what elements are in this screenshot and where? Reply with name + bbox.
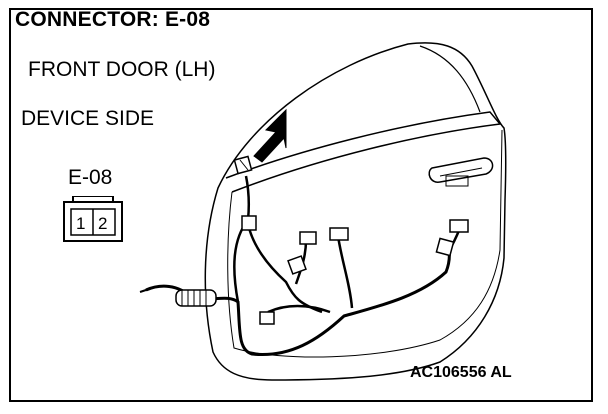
diagram-frame — [9, 8, 593, 402]
harness-wire-end — [139, 287, 153, 293]
connector-icon — [435, 237, 455, 257]
connector-face-icon: 1 2 — [63, 196, 123, 242]
pin-1-label: 1 — [76, 214, 85, 233]
connector-icon — [329, 227, 349, 241]
figure-code: AC106556 AL — [410, 364, 512, 381]
connector-icon — [241, 215, 257, 231]
harness-branch-1 — [246, 223, 323, 314]
connector-face-label: E-08 — [68, 166, 113, 189]
view-side-label: DEVICE SIDE — [21, 107, 155, 130]
connector-icon — [259, 311, 275, 325]
door-handle-icon — [428, 157, 494, 183]
door-inner-panel — [227, 129, 503, 358]
door-outline — [204, 42, 507, 381]
harness-branch-e08 — [233, 175, 251, 303]
e08-connector-icon — [233, 155, 253, 175]
connector-icon — [449, 219, 469, 233]
harness-branch-3 — [336, 235, 354, 309]
harness-branch-4 — [267, 304, 331, 314]
connector-icon — [287, 255, 307, 275]
connector-icon — [299, 231, 317, 245]
connector-title: CONNECTOR: E-08 — [15, 8, 211, 31]
door-glass-edge — [419, 45, 481, 113]
pointer-arrow-icon — [253, 108, 287, 163]
pin-2-label: 2 — [98, 214, 107, 233]
door-belt-line — [225, 111, 502, 193]
location-label: FRONT DOOR (LH) — [28, 58, 216, 81]
